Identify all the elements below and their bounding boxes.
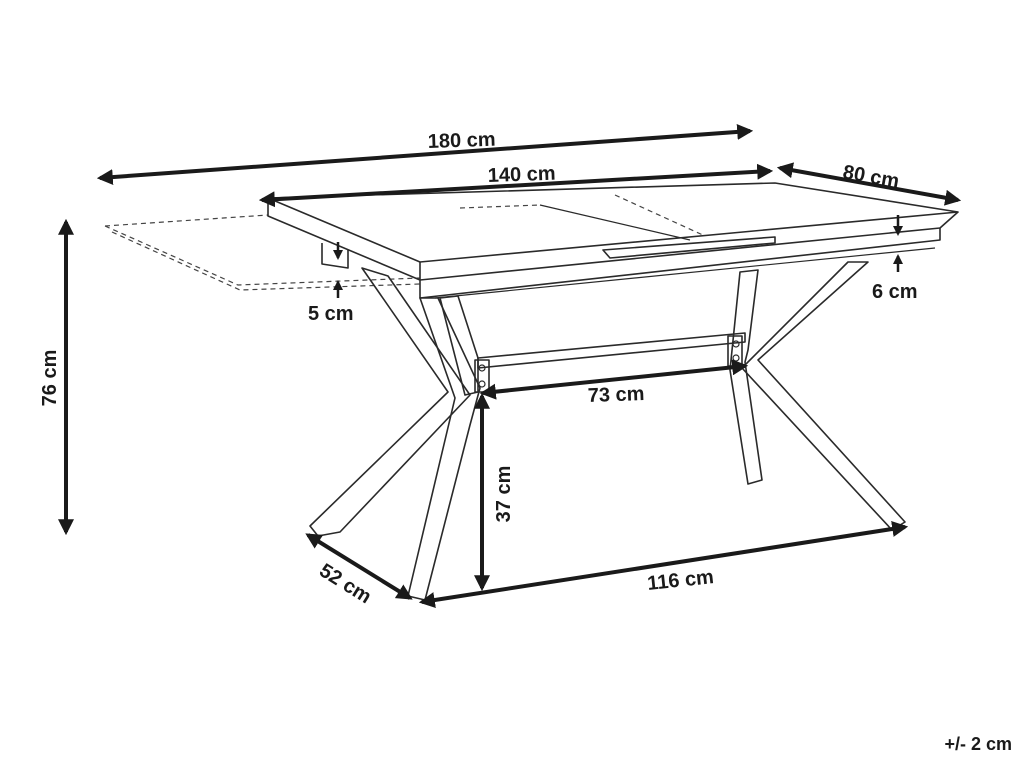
leg-depth-label: 52 cm: [315, 560, 375, 609]
beam-height-label: 37 cm: [493, 466, 515, 523]
length-label: 140 cm: [487, 163, 556, 187]
leg-span-label: 116 cm: [646, 566, 715, 595]
inner-beam-arrow: [479, 359, 749, 400]
dimension-arrows: [58, 123, 962, 608]
inner-beam-label: 73 cm: [587, 383, 644, 407]
height-label: 76 cm: [39, 350, 61, 407]
tolerance-label: +/- 2 cm: [944, 734, 1012, 754]
extension-leaf: [104, 214, 421, 291]
extended-length-label: 180 cm: [427, 129, 496, 153]
length-arrow: [258, 163, 774, 208]
top-thickness-label: 6 cm: [872, 281, 918, 303]
extended-length-arrow: [96, 123, 754, 186]
leg-depth-arrow: [305, 533, 413, 600]
depth-arrow: [776, 162, 962, 206]
dimension-labels: 180 cm 140 cm 80 cm 76 cm 6 cm 5 cm 73 c…: [39, 129, 1012, 754]
leg-span-arrow: [418, 521, 909, 608]
extension-thickness-label: 5 cm: [308, 303, 354, 325]
depth-label: 80 cm: [841, 161, 901, 193]
table-base: [309, 247, 936, 601]
